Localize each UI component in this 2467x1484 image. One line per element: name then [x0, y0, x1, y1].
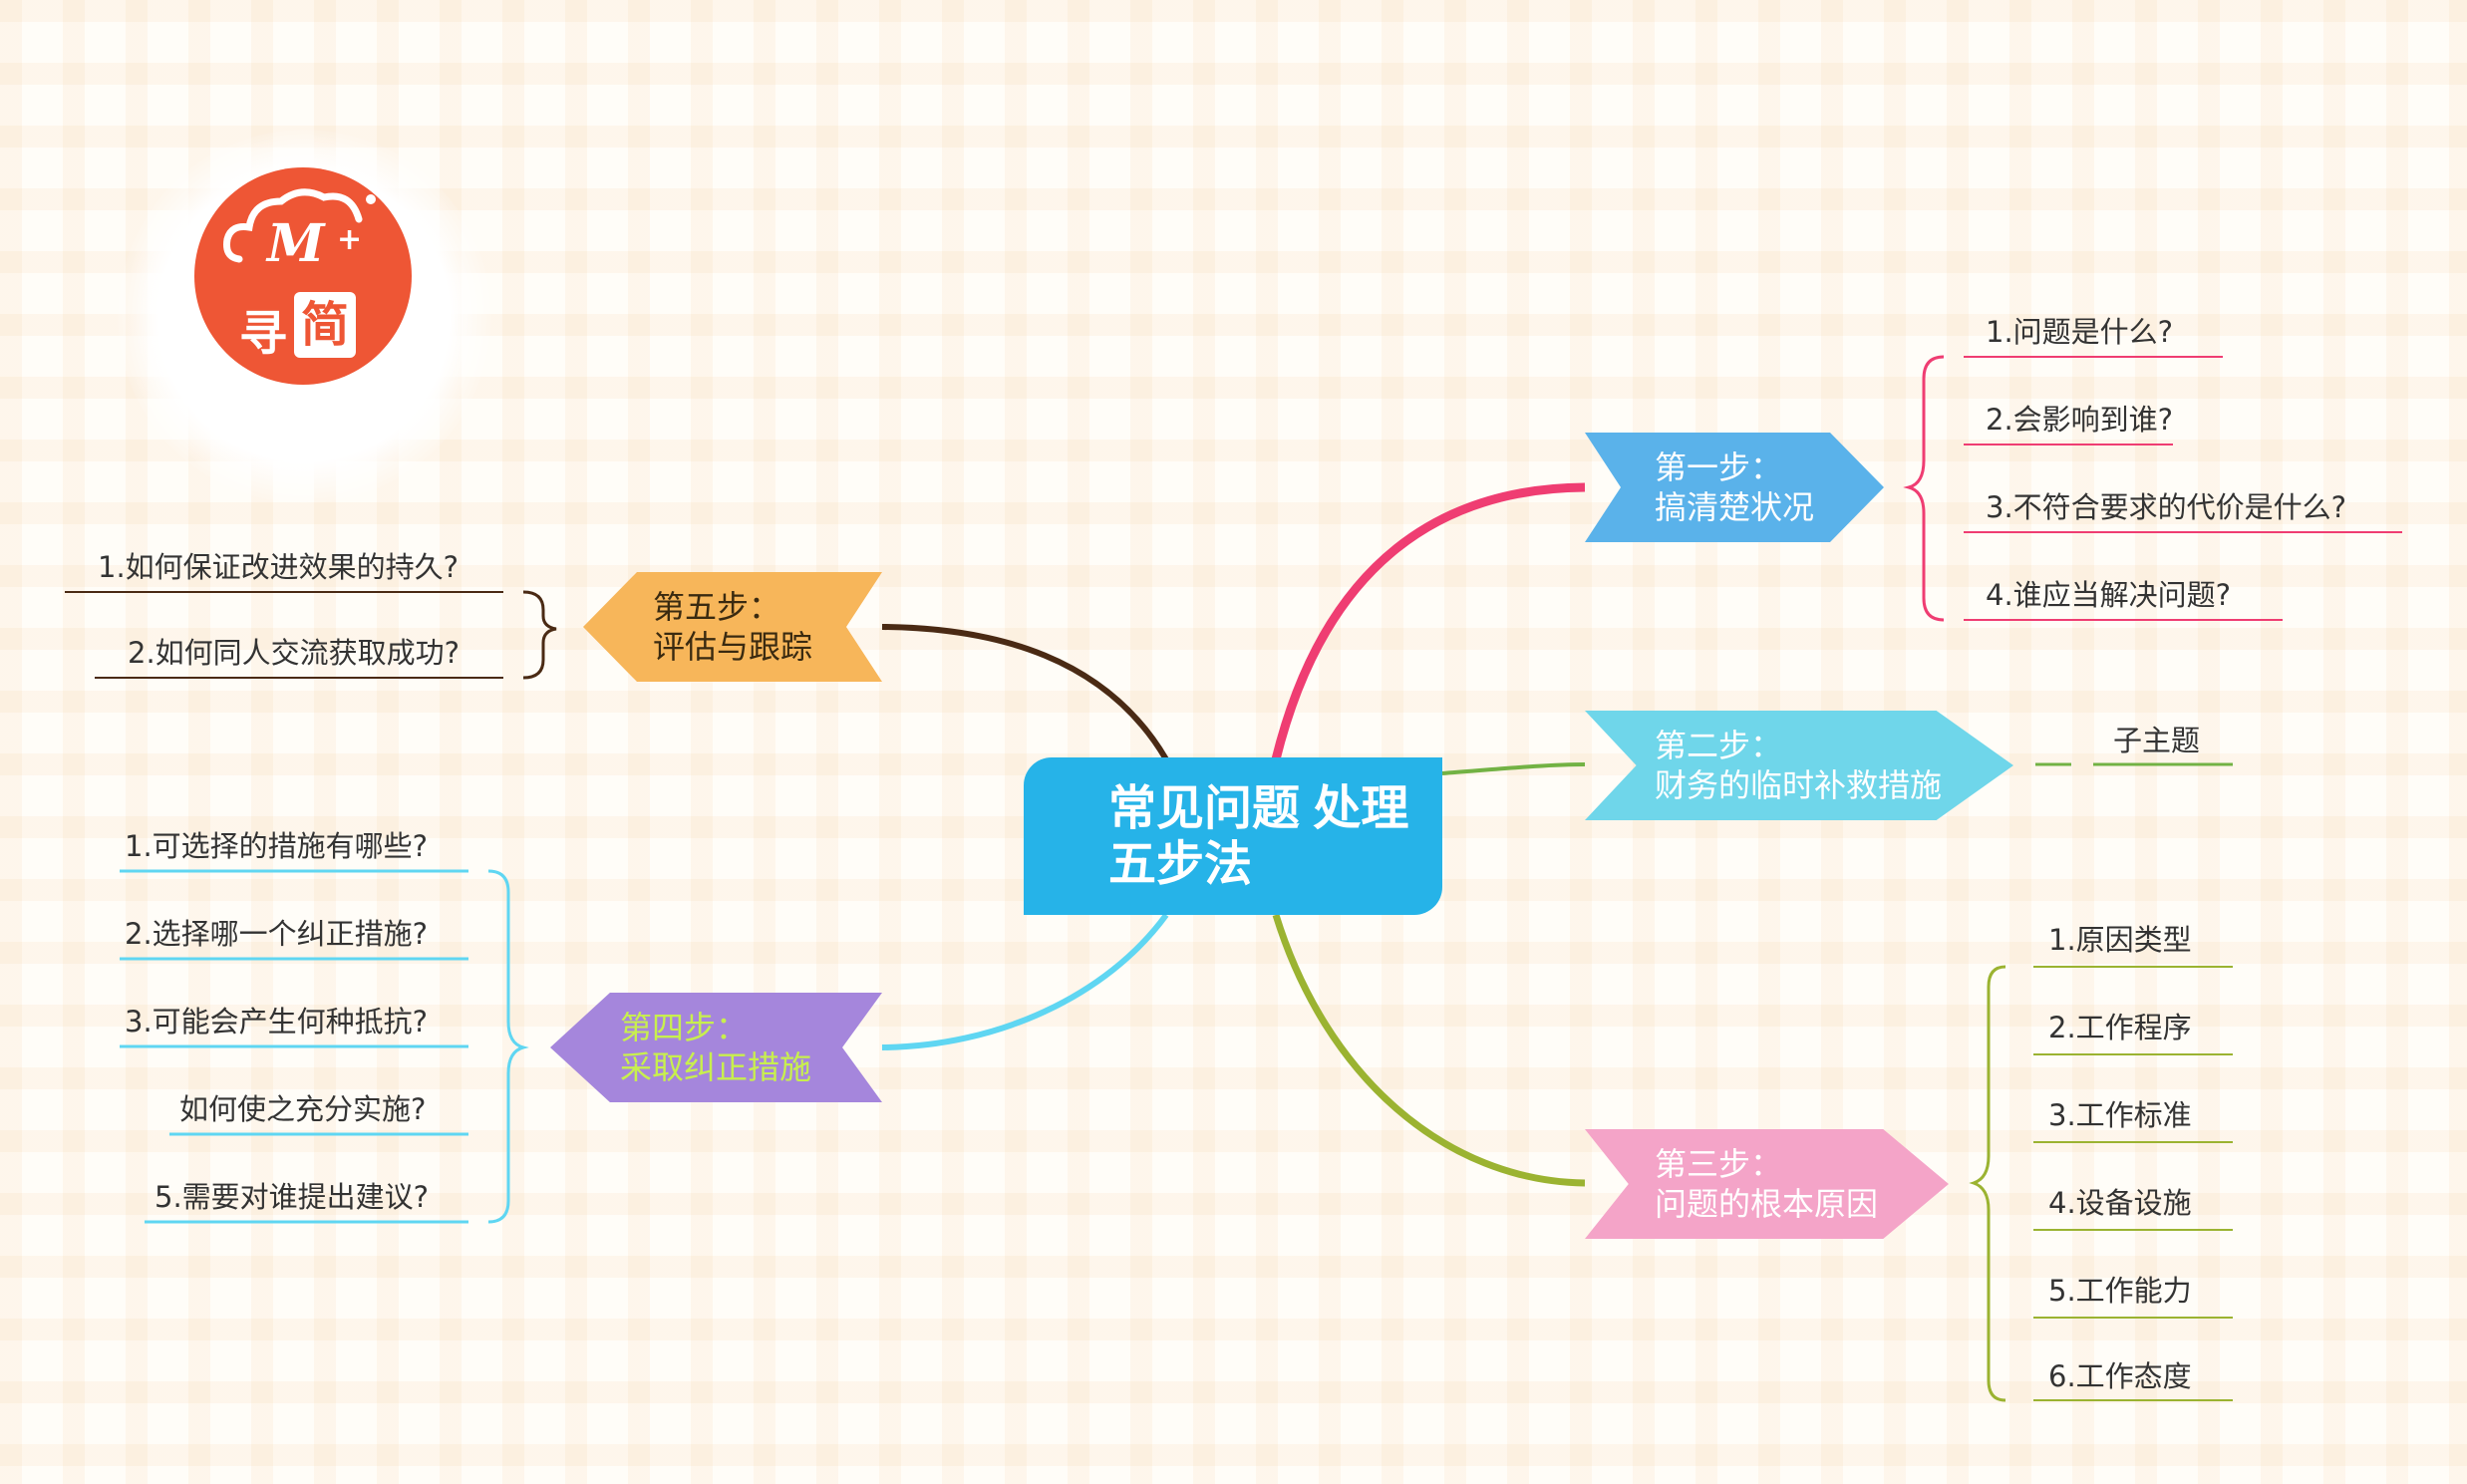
- step5-item-1[interactable]: 1.如何保证改进效果的持久?: [98, 550, 460, 584]
- step3-item-6[interactable]: 6.工作态度: [2048, 1359, 2192, 1393]
- central-topic-line2: 处理五步法: [1108, 782, 1409, 891]
- step1-item-1[interactable]: 1.问题是什么?: [1986, 315, 2174, 349]
- link-step5: [881, 624, 1169, 761]
- branch-step5-label1: 第五步：: [653, 589, 781, 625]
- brace-step5: [522, 590, 557, 680]
- brace-step3: [1969, 965, 2006, 1402]
- branch-step1-label1: 第一步：: [1655, 449, 1783, 485]
- branch-step3-label2: 问题的根本原因: [1655, 1186, 1879, 1222]
- step3-item-3[interactable]: 3.工作标准: [2048, 1098, 2192, 1132]
- branch-step2-label2: 财务的临时补救措施: [1655, 767, 1943, 803]
- logo-text: 寻简寻: [239, 306, 288, 362]
- step4-item-1[interactable]: 1.可选择的措施有哪些?: [125, 829, 429, 863]
- logo-text-char: 简: [300, 297, 349, 353]
- step4-item-5[interactable]: 5.需要对谁提出建议?: [154, 1180, 430, 1214]
- step5-item-2[interactable]: 2.如何同人交流获取成功?: [128, 636, 461, 670]
- step4-item-4[interactable]: 如何使之充分实施?: [179, 1092, 427, 1126]
- branch-step3-label1: 第三步：: [1655, 1146, 1783, 1182]
- branch-step5[interactable]: 第五步： 评估与跟踪: [583, 572, 882, 682]
- step4-item-2[interactable]: 2.选择哪一个纠正措施?: [125, 917, 429, 951]
- step1-item-4[interactable]: 4.谁应当解决问题?: [1986, 578, 2232, 612]
- link-step2: [1441, 762, 1586, 775]
- branch-step4-label1: 第四步：: [620, 1010, 749, 1045]
- step3-item-4[interactable]: 4.设备设施: [2048, 1186, 2192, 1220]
- branch-step2[interactable]: 第二步： 财务的临时补救措施: [1585, 711, 2013, 820]
- branch-step4-label2: 采取纠正措施: [620, 1049, 812, 1085]
- branch-step4[interactable]: 第四步： 采取纠正措施: [550, 993, 882, 1102]
- svg-text:+: +: [337, 222, 362, 257]
- step1-item-3[interactable]: 3.不符合要求的代价是什么?: [1986, 490, 2347, 524]
- step4-item-3[interactable]: 3.可能会产生何种抵抗?: [125, 1005, 429, 1039]
- branch-step3[interactable]: 第三步： 问题的根本原因: [1585, 1129, 1949, 1239]
- link-step3: [1272, 913, 1586, 1187]
- central-topic[interactable]: 常见问题 处理五步法: [1024, 757, 1442, 915]
- central-topic-line1: 常见问题: [1108, 782, 1301, 835]
- link-step4: [881, 913, 1169, 1050]
- logo-text-box: [294, 292, 356, 358]
- branch-step1[interactable]: 第一步： 搞清楚状况: [1585, 433, 1884, 542]
- link-step1: [1271, 482, 1586, 761]
- brace-step1: [1903, 355, 1945, 622]
- cloud-m-plus-icon: M +: [223, 188, 376, 274]
- svg-text:M: M: [265, 213, 326, 274]
- branch-step1-label2: 搞清楚状况: [1655, 489, 1815, 525]
- step3-item-2[interactable]: 2.工作程序: [2048, 1011, 2192, 1044]
- step3-item-5[interactable]: 5.工作能力: [2048, 1274, 2192, 1308]
- step1-item-2[interactable]: 2.会影响到谁?: [1986, 403, 2174, 437]
- step2-item-1[interactable]: 子主题: [2113, 724, 2201, 757]
- step3-item-1[interactable]: 1.原因类型: [2048, 923, 2192, 957]
- branch-step2-label1: 第二步：: [1655, 728, 1783, 763]
- brace-step4: [487, 869, 529, 1224]
- branch-step5-label2: 评估与跟踪: [653, 629, 813, 665]
